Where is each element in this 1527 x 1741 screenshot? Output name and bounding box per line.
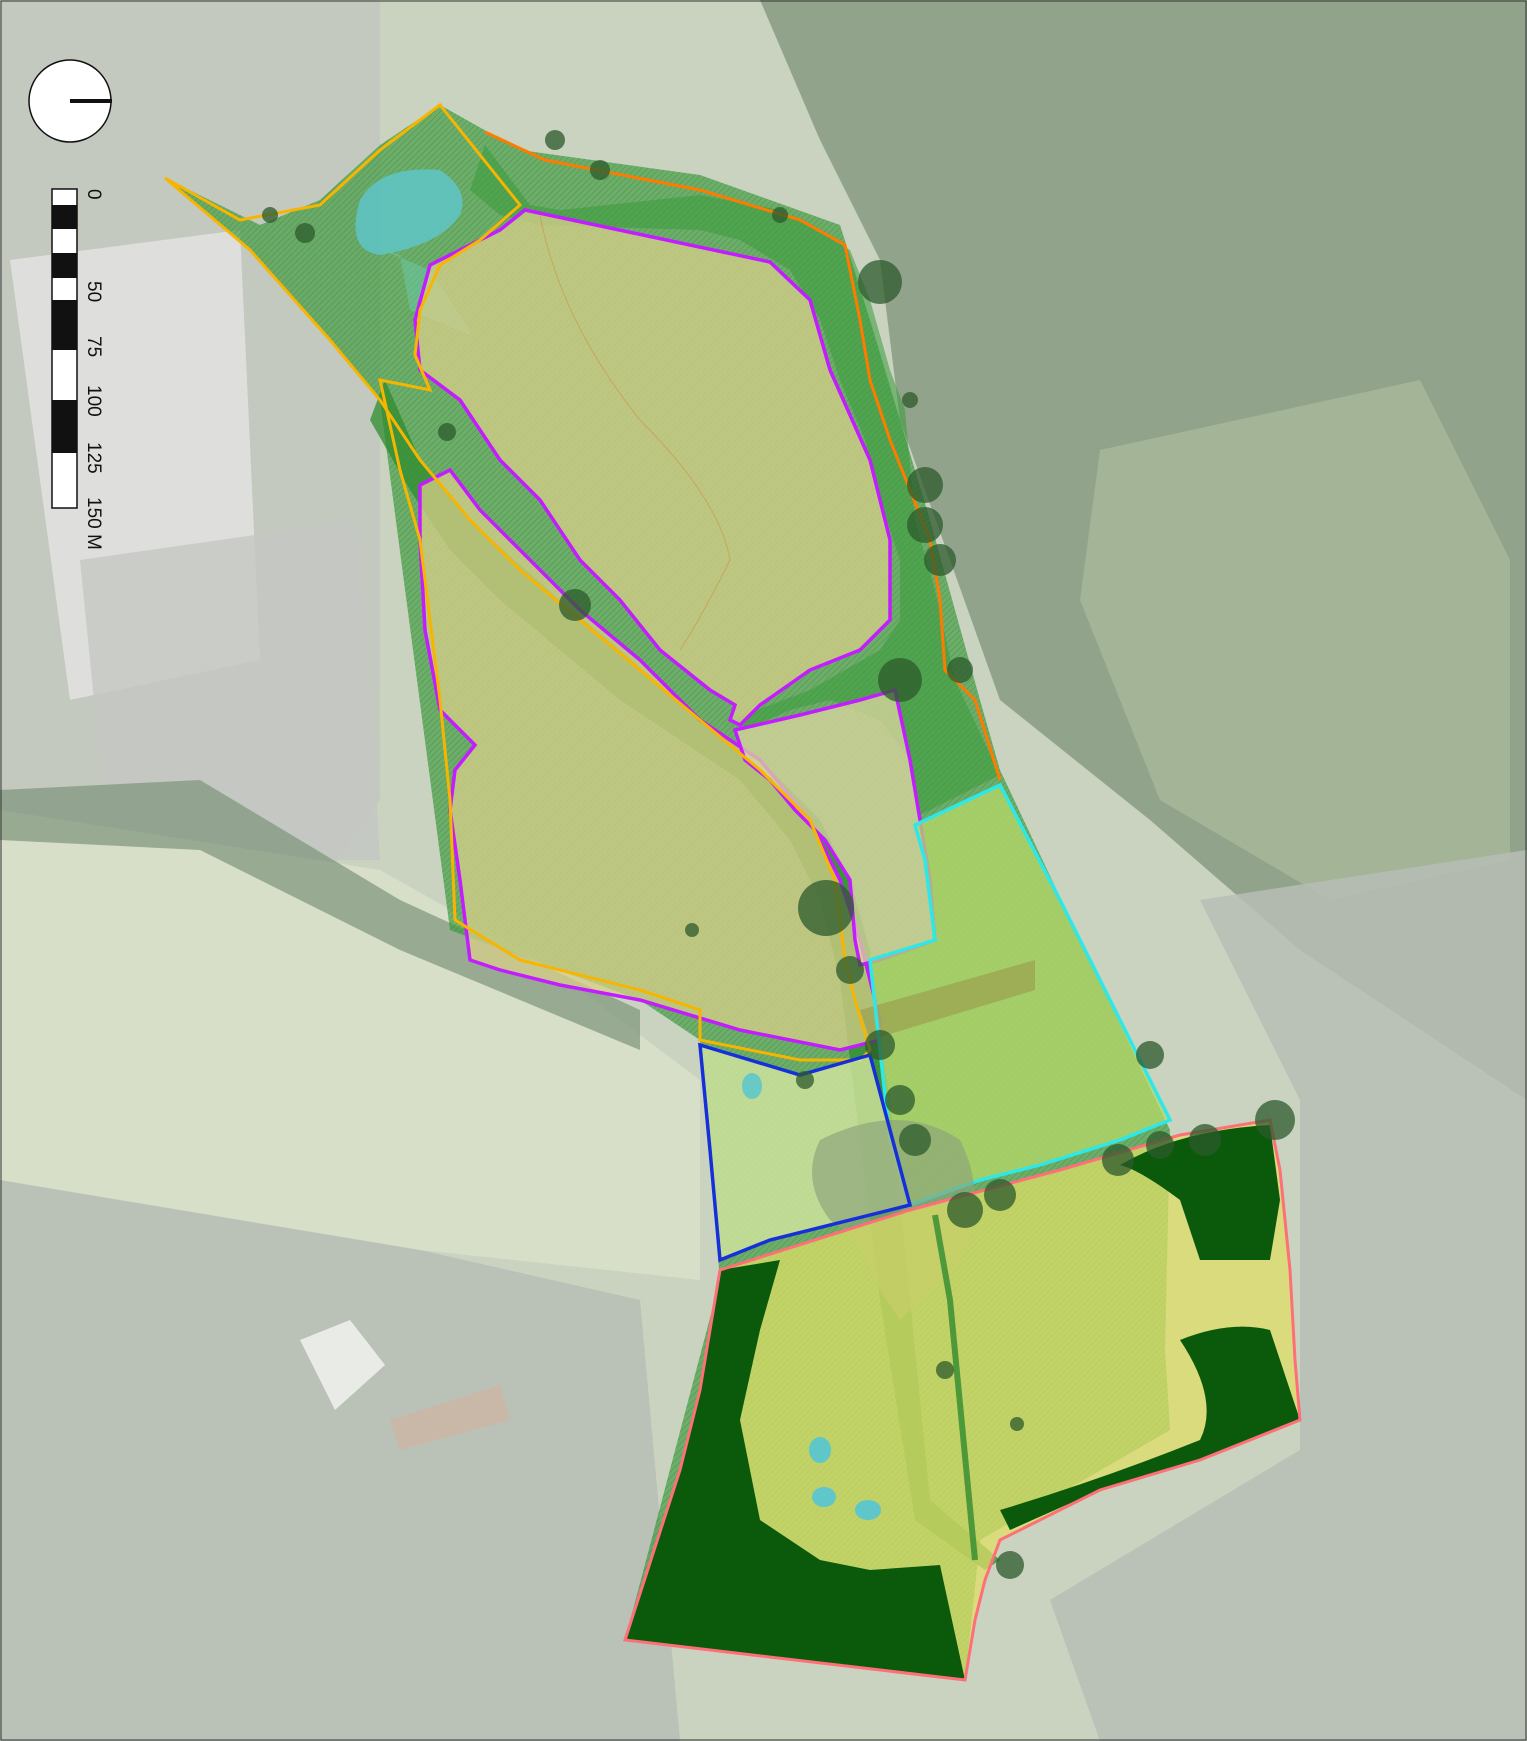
pink-boundary-outline: [623, 1118, 1302, 1682]
tree: [262, 207, 278, 223]
woodland-southeast: [1000, 1326, 1300, 1530]
tree: [984, 1179, 1016, 1211]
tree: [798, 880, 854, 936]
tree: [295, 223, 315, 243]
building-south-roof: [390, 1385, 510, 1450]
tree: [590, 160, 610, 180]
tree: [858, 260, 902, 304]
tree: [1189, 1124, 1221, 1156]
scale-label-150: 150 M: [83, 497, 104, 550]
tree: [1136, 1041, 1164, 1069]
cyan-area-outline: [868, 782, 1173, 1208]
scale-label-0: 0: [83, 189, 104, 200]
open-field-southwest: [0, 810, 700, 1280]
car-park-west: [80, 520, 380, 860]
amber-boundary-north: [164, 102, 872, 1062]
scale-label-50: 50: [83, 281, 104, 302]
pond-north: [355, 169, 463, 255]
blue-area-outline: [698, 1042, 913, 1263]
magenta-field-east: [735, 690, 935, 965]
tree: [902, 392, 918, 408]
orange-boundary: [484, 130, 1002, 781]
tree: [772, 207, 788, 223]
open-field-east: [1080, 380, 1510, 900]
tree: [899, 1124, 931, 1156]
scale-label-100: 100: [83, 385, 104, 417]
scale-label-125: 125: [83, 442, 104, 474]
northern-hedgerow-strip: [470, 145, 1000, 815]
tree: [685, 923, 699, 937]
scale-bar: 0 50 75 100 125 150 M: [51, 188, 104, 550]
tree: [796, 1071, 814, 1089]
tree: [438, 423, 456, 441]
tree: [924, 544, 956, 576]
housing-area-southwest: [0, 1180, 680, 1741]
tree: [836, 956, 864, 984]
pond-south-2: [812, 1487, 836, 1507]
trees-layer: [262, 130, 1295, 1579]
treeline-southwest: [0, 780, 640, 1050]
magenta-field-west-outline: [418, 467, 882, 1052]
tree: [885, 1085, 915, 1115]
pond-south-3: [855, 1500, 881, 1520]
tree: [878, 658, 922, 702]
tree: [1102, 1144, 1134, 1176]
tree: [1146, 1131, 1174, 1159]
tree: [947, 657, 973, 683]
tree: [865, 1030, 895, 1060]
magenta-field-west: [420, 470, 880, 1050]
cyan-area-fill: [870, 785, 1170, 1205]
tree: [936, 1361, 954, 1379]
north-arrow-icon: [28, 59, 112, 143]
magenta-field-north: [415, 210, 890, 725]
tree: [947, 1192, 983, 1228]
tree: [545, 130, 565, 150]
pond-blue-area: [742, 1073, 762, 1099]
tree: [996, 1551, 1024, 1579]
woodland-southwest: [625, 1260, 965, 1680]
housing-area-east: [1050, 850, 1527, 1741]
field-boundary-line-north: [539, 214, 731, 651]
tree: [1010, 1417, 1024, 1431]
tree: [1255, 1100, 1295, 1140]
tree: [907, 467, 943, 503]
tree: [907, 507, 943, 543]
south-corridor: [932, 1214, 978, 1561]
cyan-area-track: [860, 960, 1035, 1040]
tree: [559, 589, 591, 621]
scale-label-75: 75: [83, 336, 104, 357]
pond-south-1: [809, 1437, 831, 1463]
building-south: [300, 1320, 385, 1410]
